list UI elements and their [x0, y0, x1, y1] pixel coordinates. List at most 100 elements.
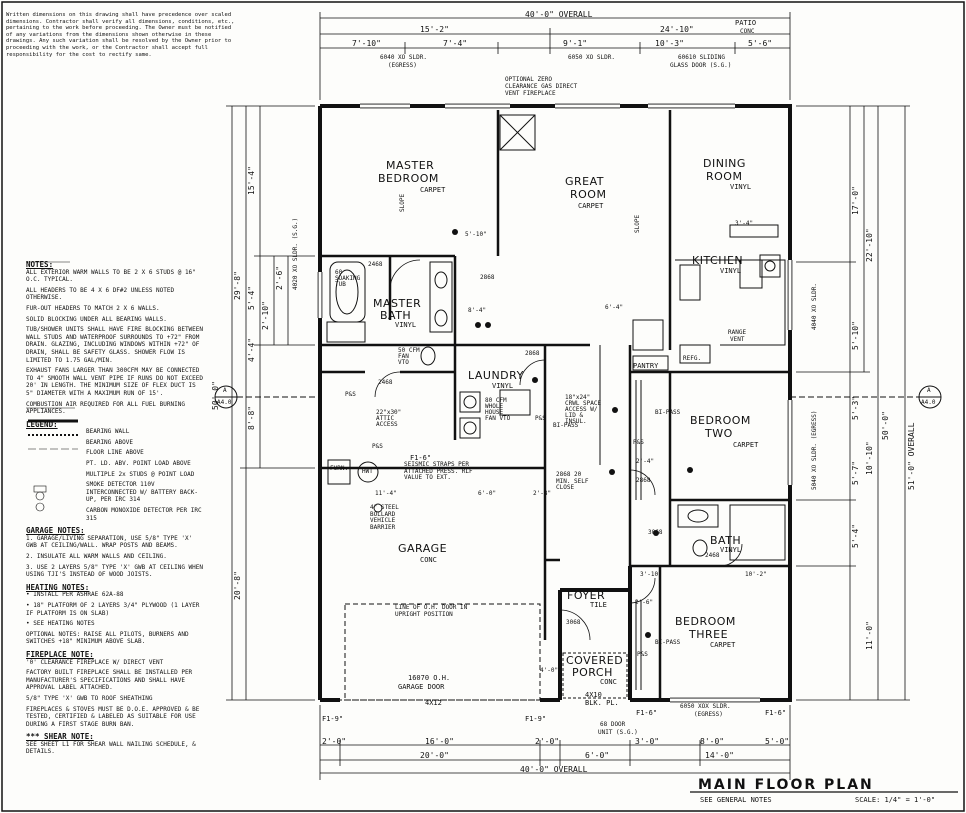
top-dimension-lines [319, 12, 791, 100]
dim-right-c: 17'-0" [851, 186, 860, 215]
heating-note-4: OPTIONAL NOTES: RAISE ALL PILOTS, BURNER… [26, 630, 189, 646]
room-bed2-1: BEDROOM [690, 414, 751, 427]
ps-label-5: P&S [637, 651, 648, 658]
room-bed3-1: BEDROOM [675, 615, 736, 628]
window-tag-slider-sg: GLASS DOOR (S.G.) [670, 62, 732, 69]
shear-note-1: SEE SHEET L1 FOR SHEAR WALL NAILING SCHE… [26, 740, 196, 756]
room-dining-1: DINING [703, 157, 746, 170]
dim-bottom-h: 2'-0" [322, 737, 347, 746]
porch-header-plate: BLK. PL. [585, 699, 619, 707]
dim-bottom-g: 14'-0" [705, 751, 734, 760]
room-mbath-2: BATH [380, 309, 412, 322]
window-tag-bed3: 6050 XOX SLDR. [680, 703, 731, 710]
bipass-tag-c: BI-PASS [553, 422, 579, 429]
room-laundry-finish: VINYL [492, 382, 514, 390]
room-porch-2: PORCH [572, 666, 613, 679]
dim-bottom-d: 3'-0" [635, 737, 660, 746]
garage-door-tag-b: GARAGE DOOR [398, 683, 445, 691]
room-laundry: LAUNDRY [468, 369, 524, 382]
room-dining-2: ROOM [706, 170, 743, 183]
room-garage-finish: CONC [420, 556, 437, 564]
footing-tag-1: F1-6" [410, 454, 432, 462]
legend-floor-line: FLOOR LINE ABOVE [86, 449, 144, 457]
fireplace-note-2: FACTORY BUILT FIREPLACE SHALL BE INSTALL… [26, 669, 193, 692]
room-master-bedroom-2: BEDROOM [378, 172, 439, 185]
right-dimension-lines [796, 105, 910, 701]
seismic-straps-note: SEISMIC STRAPS PER ATTACHED PRESS. RLF V… [404, 461, 473, 481]
door-tag-2868-b: 2868 [525, 350, 540, 357]
note-7: COMBUSTION AIR REQUIRED FOR ALL FUEL BUR… [26, 400, 185, 416]
garage-note-3: 3. USE 2 LAYERS 5/8" TYPE 'X' GWB AT CEI… [26, 563, 204, 579]
window-tag-master-egress: (EGRESS) [388, 62, 417, 69]
room-great-2: ROOM [570, 188, 607, 201]
window-tag-great: 6050 XO SLDR. [568, 54, 615, 61]
window-tag-bed3-egress: (EGRESS) [694, 711, 723, 718]
room-foyer-finish: TILE [590, 601, 607, 609]
bottom-dimension-lines [319, 705, 791, 780]
water-heater-label: HWT [362, 468, 373, 475]
disclaimer-text: Written dimensions on this drawing shall… [6, 12, 235, 58]
note-1: ALL EXTERIOR WARM WALLS TO BE 2 X 6 STUD… [26, 268, 196, 284]
legend-point-load: POINT LOAD ABOVE [132, 460, 191, 468]
fireplace-note-heading: FIREPLACE NOTE: [26, 649, 94, 659]
patio-label: PATIO [735, 19, 757, 27]
section-mark-right-sheet: A4.0 [921, 399, 936, 406]
dim-top-e: 5'-6" [748, 39, 773, 48]
room-mbath-1: MASTER [373, 297, 422, 310]
drawing-subtitle: SEE GENERAL NOTES [700, 796, 772, 804]
dim-bottom-b: 16'-0" [425, 737, 454, 746]
heating-note-3: • SEE HEATING NOTES [26, 620, 95, 628]
dim-left-d: 5'-4" [247, 285, 256, 310]
fireplace-note-4: FIREPLACES & STOVES MUST BE D.O.E. APPRO… [26, 705, 200, 728]
room-pantry: PANTRY [633, 362, 659, 370]
door-tag-2468-a: 2468 [368, 261, 383, 268]
fireplace-note: OPTIONAL ZERO CLEARANCE GAS DIRECT VENT … [505, 76, 578, 97]
door-tag-2468-c: 2468 [705, 552, 720, 559]
room-porch-1: COVERED [566, 654, 624, 667]
door-tag-3068-a: 3068 [648, 529, 663, 536]
room-garage: GARAGE [398, 542, 448, 555]
dim-left-c: 15'-4" [247, 166, 256, 195]
dim-40: 4'-0" [540, 667, 559, 674]
room-kitchen-finish: VINYL [720, 267, 742, 275]
dim-84: 8'-4" [468, 307, 487, 314]
dim-left-g: 2'-10" [261, 301, 270, 330]
dim-310: 3'-10" [640, 571, 662, 578]
patio-finish: CONC [740, 28, 755, 35]
dim-right-e: 10'-10" [865, 441, 874, 475]
dim-top-b: 7'-4" [443, 39, 468, 48]
furnace-label: FURN. [330, 465, 349, 472]
door-tag-3068-b: 3068 [566, 619, 581, 626]
bollard-note: 4" STEEL BOLLARD VEHICLE BARRIER [370, 504, 399, 531]
door-tag-entry: 68 DOOR [600, 721, 626, 728]
section-mark-left: A [223, 387, 227, 394]
oh-door-line-note: LINE OF O.H. DOOR IN UPRIGHT POSITION [395, 604, 468, 618]
room-master-bedroom-1: MASTER [386, 159, 435, 172]
dim-top-a: 7'-10" [352, 39, 381, 48]
bath-fan-label: 50 CFM FAN VTO [398, 347, 420, 366]
section-markers [214, 385, 942, 409]
ps-label-3: P&S [535, 415, 546, 422]
room-bed3-finish: CARPET [710, 641, 736, 649]
dim-left-a: 29'-8" [233, 271, 242, 300]
dim-bottom-c: 6'-0" [585, 751, 610, 760]
dim-bottom-overall: 40'-0" OVERALL [520, 765, 588, 774]
dim-114: 11'-4" [375, 490, 397, 497]
door-tag-2468-b: 2468 [378, 379, 393, 386]
porch-header-size: 4X10 [585, 691, 602, 699]
garage-note-1: 1. GARAGE/LIVING SEPARATION, USE 5/8" TY… [26, 534, 193, 550]
dim-top-overall: 40'-0" OVERALL [525, 10, 593, 19]
window-tag-bed2: 5040 XO SLDR. (EGRESS) [811, 410, 818, 490]
range-vent-label: VENT [730, 336, 745, 343]
garage-notes-heading: GARAGE NOTES: [26, 526, 85, 536]
whole-house-fan-label: 80 CFM WHOLE HOUSE FAN VTO [485, 397, 511, 422]
window-tag-kitchen: 4040 XO SLDR. [811, 283, 818, 330]
general-notes: NOTES: ALL EXTERIOR WARM WALLS TO BE 2 X… [26, 256, 206, 759]
dim-top-left: 15'-2" [420, 25, 449, 34]
attic-access-label: 22"x30" ATTIC ACCESS [376, 409, 402, 428]
drawing-scale: SCALE: 1/4" = 1'-0" [855, 796, 936, 804]
heating-notes-heading: HEATING NOTES: [26, 582, 90, 592]
range-label: RANGE [728, 329, 747, 336]
ps-label-2: P&S [372, 443, 383, 450]
